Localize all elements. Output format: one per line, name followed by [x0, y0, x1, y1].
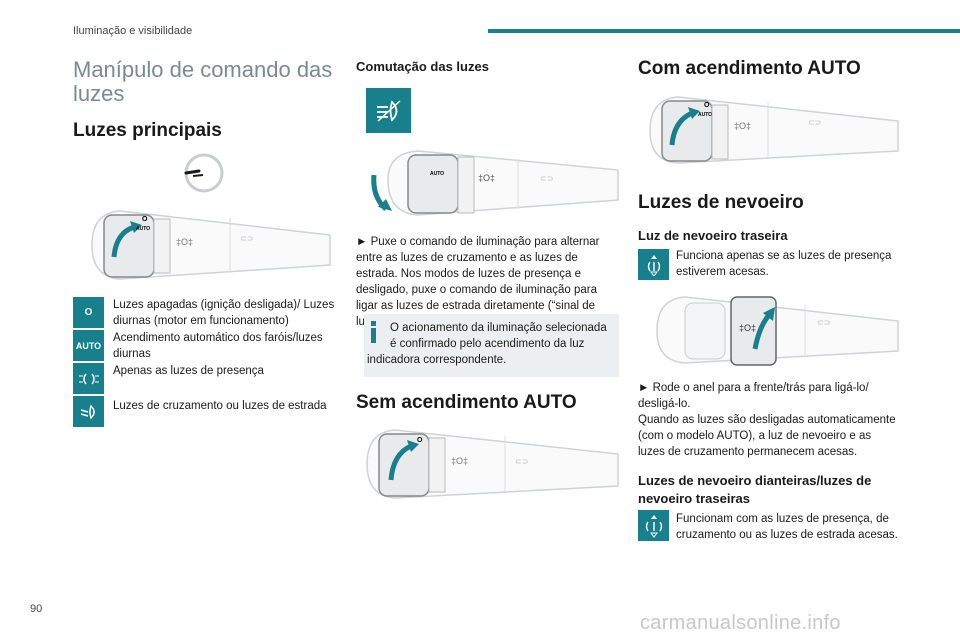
svg-text:⊂⊃: ⊂⊃	[240, 234, 253, 243]
stalk-auto-label: AUTO	[136, 226, 150, 232]
legend-label: Luzes apagadas (ignição desligada)/ Luze…	[113, 299, 335, 327]
off-o-icon: O	[73, 297, 104, 328]
stalk-auto-label: AUTO	[430, 171, 444, 177]
steering-wheel-icon	[184, 153, 224, 193]
dipped-beam-icon	[73, 396, 104, 427]
auto-off-note: Quando as luzes são desligadas automatic…	[638, 414, 896, 458]
stalk-auto-label: AUTO	[698, 112, 712, 118]
sidelights-icon	[73, 363, 104, 394]
info-note-text: O acionamento da iluminação selecionada …	[390, 322, 607, 350]
legend-label: Apenas as luzes de presença	[113, 365, 264, 377]
info-note-text: indicadora correspondente.	[367, 354, 507, 366]
heading-switching: Comutação das luzes	[356, 59, 489, 74]
svg-text:‡O‡: ‡O‡	[451, 456, 468, 466]
heading-main-lights: Luzes principais	[73, 120, 222, 141]
light-stalk-no-auto-illustration: O ‡O‡ ⊂⊃	[366, 429, 619, 499]
page-number: 90	[30, 603, 43, 615]
svg-text:‡O‡: ‡O‡	[739, 323, 756, 333]
page-title: Manípulo de comando das luzes	[73, 57, 333, 106]
svg-text:‡O‡: ‡O‡	[478, 173, 495, 183]
auto-symbol: AUTO	[75, 340, 102, 351]
off-symbol: O	[84, 307, 93, 318]
light-stalk-auto-illustration: O AUTO ‡O‡ ⊂⊃	[649, 96, 899, 164]
svg-text:⊂⊃: ⊂⊃	[817, 318, 830, 327]
switching-instruction: ► Puxe o comando de iluminação para alte…	[356, 236, 600, 328]
heading-without-auto: Sem acendimento AUTO	[356, 392, 577, 413]
legend-label: Luzes de cruzamento ou luzes de estrada	[113, 400, 327, 412]
fog-ring-illustration: ‡O‡ ⊂⊃	[656, 296, 899, 366]
heading-fog-lights: Luzes de nevoeiro	[638, 192, 804, 213]
ring-instruction: ► Rode o anel para a frente/trás para li…	[638, 382, 869, 410]
svg-text:‡O‡: ‡O‡	[734, 121, 751, 131]
stalk-off-label: O	[142, 216, 148, 223]
heading-with-auto: Com acendimento AUTO	[638, 58, 861, 79]
legend-label: Acendimento automático dos faróis/luzes …	[113, 332, 323, 360]
heading-rear-fog: Luz de nevoeiro traseira	[638, 228, 788, 243]
front-rear-fog-icon	[638, 510, 669, 541]
main-beam-icon	[366, 88, 411, 133]
front-rear-fog-text: Funcionam com as luzes de presença, de c…	[676, 513, 898, 541]
heading-front-rear-fog: Luzes de nevoeiro dianteiras/luzes de ne…	[638, 473, 872, 506]
watermark-text: carmanualsonline.info	[640, 612, 841, 634]
light-stalk-illustration: O AUTO ‡O‡ ⊂⊃	[91, 210, 331, 280]
svg-text:⊂⊃: ⊂⊃	[808, 118, 821, 127]
svg-text:⊂⊃: ⊂⊃	[540, 174, 553, 183]
rear-fog-text: Funciona apenas se as luzes de presença …	[676, 250, 892, 278]
svg-text:⊂⊃: ⊂⊃	[515, 457, 528, 466]
light-stalk-pull-illustration: AUTO ‡O‡ ⊂⊃	[371, 150, 619, 216]
running-header: Iluminação e visibilidade	[73, 25, 193, 37]
rear-fog-icon	[638, 249, 669, 280]
info-note-box: O acionamento da iluminação selecionada …	[364, 314, 619, 377]
svg-text:‡O‡: ‡O‡	[176, 237, 193, 247]
stalk-off-label: O	[417, 437, 423, 444]
stalk-off-label: O	[704, 102, 710, 109]
auto-icon: AUTO	[73, 330, 104, 361]
header-accent-bar	[488, 29, 960, 33]
info-icon	[371, 321, 376, 343]
